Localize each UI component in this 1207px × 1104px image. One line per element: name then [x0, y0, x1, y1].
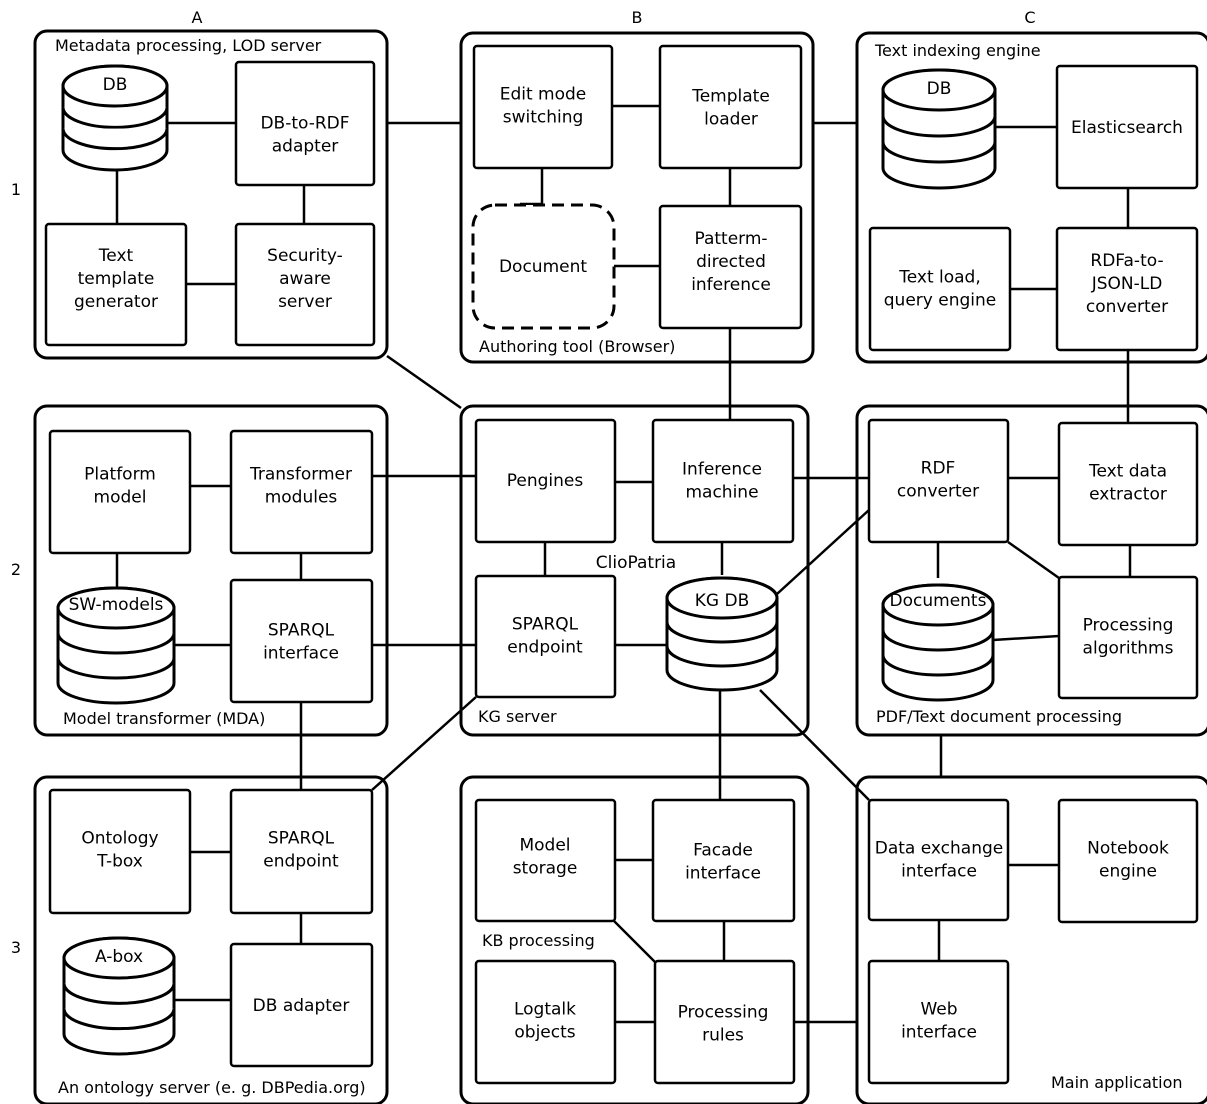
node-text-load-query-engine — [868, 226, 1012, 352]
db-cylinder-documents: Documents — [881, 583, 995, 702]
connectors — [299, 121, 1130, 1024]
column-label-c: C — [1024, 8, 1035, 27]
column-label-a: A — [192, 8, 203, 27]
node-sparql-interface — [229, 578, 374, 704]
node-sparql-endpoint-kg — [474, 574, 617, 699]
db-cylinder-sw-models-label: SW-models — [69, 595, 164, 615]
group-label-kg-server: KG server — [478, 707, 557, 726]
db-cylinder-a-box: A-box — [62, 936, 176, 1056]
label-pengines: Pengines — [507, 471, 584, 491]
node-logtalk-objects — [474, 959, 617, 1085]
label-cliopatria: ClioPatria — [596, 553, 676, 573]
group-containers — [33, 29, 1207, 1104]
node-document — [471, 203, 616, 330]
group-label-main-application: Main application — [1051, 1073, 1183, 1092]
row-label-3: 3 — [11, 938, 21, 957]
node-ontology-t-box — [48, 788, 192, 915]
label-text-load-query-engine: Text load,query engine — [884, 268, 996, 311]
node-processing-rules — [653, 959, 796, 1085]
node-text-data-extractor — [1057, 421, 1199, 547]
label-db-adapter: DB adapter — [253, 996, 350, 1016]
node-pattern-directed-inference — [658, 204, 803, 330]
node-rdf-converter — [867, 418, 1010, 544]
node-security-aware-server — [234, 222, 376, 347]
db-cylinder-kg-db: KG DB — [665, 576, 779, 692]
node-template-loader — [658, 44, 803, 170]
label-elasticsearch: Elasticsearch — [1071, 118, 1183, 138]
node-pengines — [474, 418, 617, 544]
node-db-adapter — [229, 942, 374, 1068]
node-web-interface — [867, 959, 1010, 1085]
group-label-kb-processing: KB processing — [482, 931, 595, 950]
group-label-text-indexing: Text indexing engine — [874, 41, 1041, 60]
node-db-to-rdf-adapter — [234, 60, 376, 187]
node-data-exchange-interface — [867, 798, 1010, 922]
db-cylinder-documents-label: Documents — [890, 591, 987, 611]
node-platform-model — [48, 429, 192, 555]
node-notebook-engine — [1057, 798, 1199, 924]
db-cylinder-kg-db-label: KG DB — [695, 591, 749, 611]
db-cylinder-indexing-label: DB — [927, 79, 952, 99]
node-facade-interface — [651, 798, 796, 923]
db-cylinder-a-box-label: A-box — [95, 947, 143, 967]
group-label-metadata: Metadata processing, LOD server — [55, 36, 322, 55]
node-transformer-modules — [229, 429, 374, 555]
node-model-storage — [474, 798, 617, 923]
db-cylinder-metadata: DB — [61, 64, 169, 172]
node-rdfa-to-json-ld — [1055, 226, 1199, 352]
group-label-model-transformer: Model transformer (MDA) — [63, 709, 265, 728]
db-cylinder-indexing: DB — [881, 68, 997, 190]
label-document: Document — [499, 257, 587, 277]
process-boxes — [44, 44, 1199, 1085]
node-inference-machine — [651, 418, 795, 544]
group-label-ontology-server: An ontology server (e. g. DBPedia.org) — [58, 1078, 366, 1097]
group-label-authoring: Authoring tool (Browser) — [479, 337, 675, 356]
column-label-b: B — [632, 8, 643, 27]
db-cylinder-metadata-label: DB — [103, 75, 128, 95]
node-sparql-endpoint-ontology — [229, 788, 374, 915]
node-processing-algorithms — [1057, 575, 1199, 700]
db-cylinder-sw-models: SW-models — [56, 586, 176, 705]
group-label-pdf-processing: PDF/Text document processing — [876, 707, 1122, 726]
row-label-1: 1 — [11, 180, 21, 199]
row-label-2: 2 — [11, 560, 21, 579]
node-text-template-generator — [44, 222, 188, 347]
node-elasticsearch — [1055, 64, 1199, 190]
node-edit-mode-switching — [472, 44, 614, 170]
